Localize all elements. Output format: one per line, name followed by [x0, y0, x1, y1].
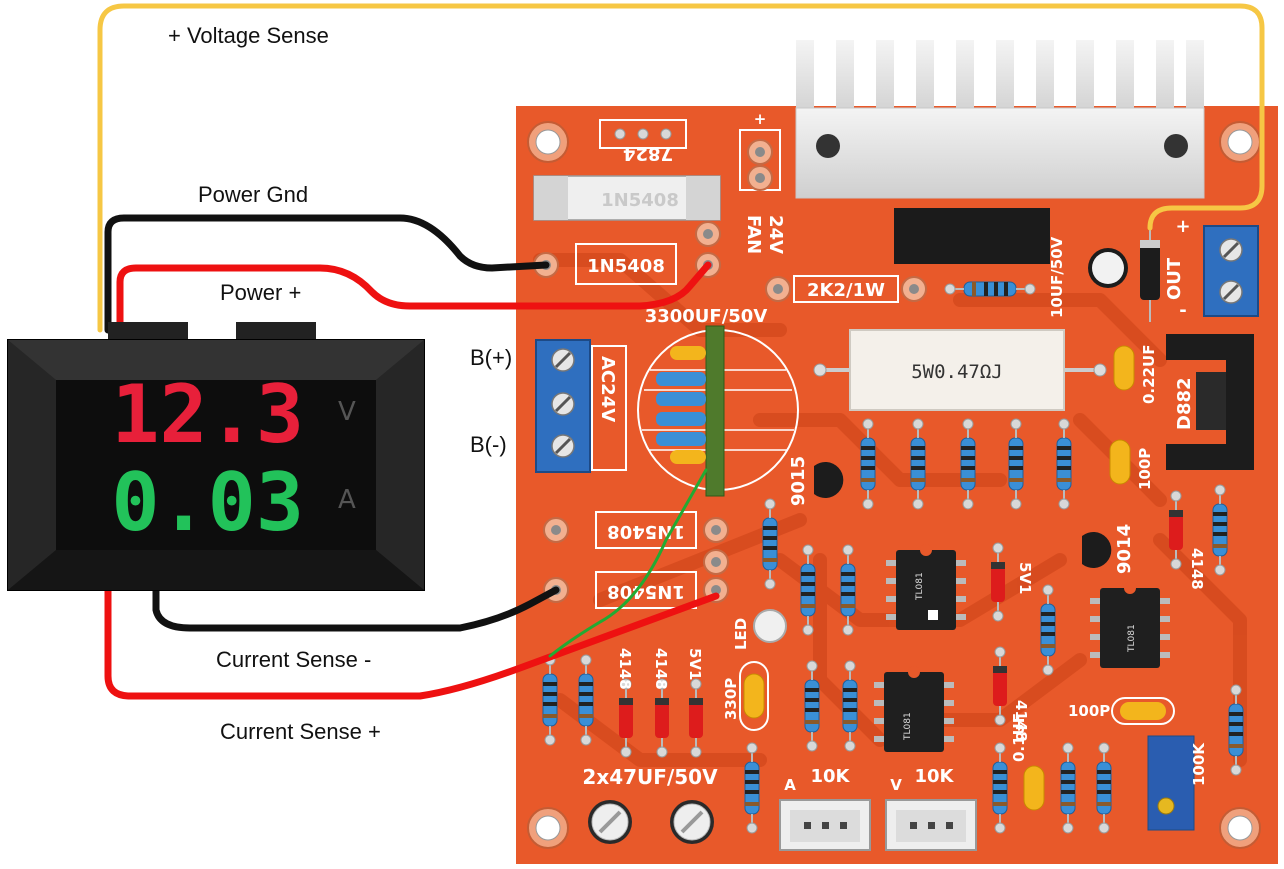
rectifier-bar — [705, 325, 725, 497]
cap-01-label: 0.1UF — [1010, 713, 1028, 762]
diode-4148-b-label: 4148 — [616, 648, 634, 690]
b-plus-label: B(+) — [470, 345, 512, 370]
fuse: 1N5408 — [533, 175, 721, 221]
fan-label: FAN — [743, 215, 764, 254]
diode-mid-b-label: 1N5408 — [607, 581, 685, 602]
power-resistor-label: 5W0.47ΩJ — [911, 361, 1003, 383]
diode-4148-d-label: 4148 — [1012, 700, 1030, 742]
cap-3300-label: 3300UF/50V — [645, 306, 768, 327]
diode-4148-a-label: 4148 — [1188, 548, 1206, 590]
cap-100p-b-label: 100P — [1068, 702, 1110, 720]
mount-hole-tl — [527, 121, 569, 163]
pot-a-mark: A — [784, 776, 796, 794]
cap-330p-label: 330P — [722, 678, 740, 720]
wire-power-gnd — [104, 214, 550, 334]
wire-voltage-sense — [97, 3, 1265, 333]
b-minus-label: B(-) — [470, 432, 507, 457]
volt-amp-meter: 12.3 V 0.03 A — [7, 322, 425, 591]
heatsink — [795, 40, 1205, 199]
power-plus-label: Power + — [220, 280, 301, 305]
diode-mid-a-label: 1N5408 — [607, 521, 685, 542]
voltage-readout: 12.3 — [111, 368, 304, 461]
power-transistor — [894, 208, 1050, 264]
diode-top-label: 1N5408 — [587, 256, 665, 277]
chip-b — [874, 666, 954, 752]
out-plus-label: + — [1175, 216, 1190, 237]
chip-b-label: TL081 — [903, 712, 913, 741]
ac-input-terminal[interactable] — [535, 339, 591, 473]
zener-5v1-b-label: 5V1 — [686, 648, 704, 680]
led — [753, 609, 787, 643]
mount-hole-bl — [527, 807, 569, 849]
mount-hole-br — [1219, 807, 1261, 849]
caps-2x47-label: 2x47UF/50V — [582, 765, 718, 789]
pot-a-connector[interactable] — [779, 799, 871, 851]
pot-a-label: 10K — [811, 766, 851, 787]
power-gnd-label: Power Gnd — [198, 182, 308, 207]
reg-7824-label: 7824 — [623, 143, 673, 164]
voltage-sense-label: + Voltage Sense — [168, 23, 329, 48]
fan-plus-label: + — [754, 110, 767, 128]
out-minus-label: - — [1179, 300, 1186, 321]
current-sense-minus-label: Current Sense - — [216, 647, 371, 672]
resistor-2k2-label: 2K2/1W — [807, 280, 885, 301]
wire-power-plus — [116, 261, 712, 334]
pot-v-connector[interactable] — [885, 799, 977, 851]
wire-current-sense-plus — [104, 582, 720, 700]
chip-c-label: TL081 — [1127, 624, 1137, 653]
current-readout: 0.03 — [111, 456, 304, 549]
cap-10uf-label: 10UF/50V — [1048, 236, 1066, 318]
led-label: LED — [732, 618, 750, 650]
chip-a-label: TL081 — [915, 572, 925, 601]
diode-4148-c-label: 4148 — [652, 648, 670, 690]
pot-100k-label: 100K — [1190, 742, 1208, 786]
pcb-board: 7824 1N5408 + FAN 24V 1N5408 — [516, 40, 1278, 864]
wire-current-sense-minus — [152, 582, 560, 632]
chip-a — [886, 544, 966, 630]
out-label: OUT — [1164, 257, 1185, 300]
mount-hole-tr — [1219, 121, 1261, 163]
cap-022-label: 0.22UF — [1140, 345, 1158, 404]
fuse-label: 1N5408 — [601, 190, 679, 211]
pot-v-label: 10K — [915, 766, 955, 787]
ac-label: AC24V — [597, 356, 618, 422]
wire-green-sense — [548, 468, 708, 658]
current-unit: A — [338, 485, 356, 515]
current-sense-plus-label: Current Sense + — [220, 719, 381, 744]
voltage-unit: V — [338, 397, 356, 427]
zener-5v1-a-label: 5V1 — [1016, 562, 1034, 594]
transistor-d882 — [1166, 334, 1254, 470]
power-resistor: 5W0.47ΩJ — [813, 329, 1107, 411]
cap-100p-a-label: 100P — [1136, 448, 1154, 490]
transistor-9014-label: 9014 — [1114, 524, 1135, 574]
transistor-9015-label: 9015 — [788, 456, 809, 506]
pot-v-mark: V — [890, 776, 902, 794]
d882-label: D882 — [1174, 377, 1195, 430]
fan-volts-label: 24V — [765, 215, 786, 254]
output-terminal[interactable] — [1203, 225, 1259, 317]
pot-100k[interactable] — [1147, 735, 1195, 831]
